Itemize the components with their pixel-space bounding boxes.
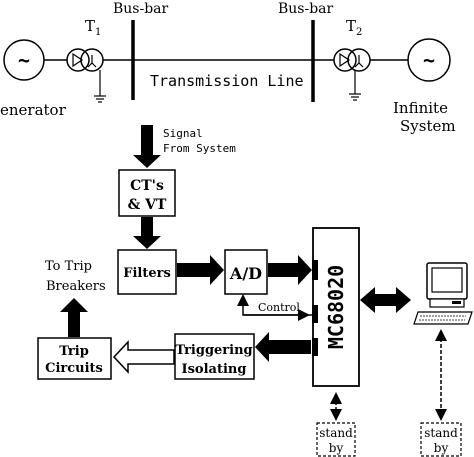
transformer-t2-label: T bbox=[346, 17, 356, 35]
arrow-mcu-computer bbox=[360, 287, 411, 313]
filters-block: Filters bbox=[117, 249, 177, 295]
ct-vt-label-2: & VT bbox=[128, 197, 167, 213]
standby-left-block: stand by bbox=[316, 422, 356, 457]
control-line: Control bbox=[237, 294, 313, 321]
trip-circuits-block: Trip Circuits bbox=[37, 337, 112, 380]
transformer-t1-icon bbox=[66, 48, 106, 103]
computer-icon bbox=[413, 262, 473, 325]
trip-circuits-label-1: Trip bbox=[59, 344, 89, 359]
standby-right-label-2: by bbox=[434, 441, 449, 455]
filters-label: Filters bbox=[123, 266, 171, 281]
transformer-t1-subscript: 1 bbox=[95, 27, 101, 38]
transformer-t2-icon bbox=[333, 48, 371, 101]
standby-left-label-1: stand bbox=[319, 426, 353, 440]
control-label: Control bbox=[258, 301, 300, 314]
transmission-line-label: Transmission Line bbox=[150, 72, 304, 90]
infinite-system-label-2: System bbox=[400, 117, 456, 135]
arrow-filters-to-ad bbox=[177, 255, 224, 285]
infinite-ac-symbol: ~ bbox=[423, 48, 435, 72]
to-trip-label-2: Breakers bbox=[46, 279, 106, 294]
ad-converter-block: A/D bbox=[224, 249, 268, 295]
transformer-t1-label: T bbox=[85, 17, 95, 35]
arrow-ad-to-mcu bbox=[268, 255, 312, 285]
ct-vt-block: CT's & VT bbox=[118, 169, 176, 217]
signal-label-1: Signal bbox=[163, 127, 203, 140]
arrow-triggering-to-trip bbox=[112, 340, 175, 374]
mcu-label: MC68020 bbox=[324, 265, 348, 349]
busbar-right-label: Bus-bar bbox=[278, 1, 334, 17]
to-trip-label-1: To Trip bbox=[45, 259, 92, 274]
arrow-ct-to-filters bbox=[133, 217, 161, 249]
trip-circuits-label-2: Circuits bbox=[45, 361, 103, 376]
isolating-label: Isolating bbox=[182, 362, 247, 377]
arrow-mcu-to-triggering bbox=[255, 332, 311, 362]
standby-right-block: stand by bbox=[420, 422, 462, 457]
generator-ac-symbol: ~ bbox=[18, 48, 30, 72]
busbar-left-label: Bus-bar bbox=[113, 1, 169, 17]
ct-vt-label-1: CT's bbox=[130, 178, 164, 194]
power-system: ~ enerator T 1 Bus-bar Transmission Line… bbox=[0, 1, 456, 135]
standby-right-label-1: stand bbox=[424, 426, 458, 440]
mcu-block: MC68020 bbox=[312, 227, 360, 387]
transformer-t2-subscript: 2 bbox=[356, 27, 362, 38]
arrow-to-trip-breakers bbox=[60, 298, 88, 337]
signal-label-2: From System bbox=[163, 142, 236, 155]
infinite-system-label-1: Infinite bbox=[393, 99, 448, 117]
triggering-isolating-block: Triggering Isolating bbox=[174, 333, 255, 380]
generator-label: enerator bbox=[0, 101, 67, 119]
ad-converter-label: A/D bbox=[229, 264, 262, 283]
signal-input: Signal From System bbox=[133, 125, 236, 168]
triggering-label: Triggering bbox=[175, 343, 252, 358]
standby-left-label-2: by bbox=[329, 441, 344, 455]
signal-arrow bbox=[133, 125, 161, 168]
infinite-system-icon bbox=[407, 38, 451, 82]
